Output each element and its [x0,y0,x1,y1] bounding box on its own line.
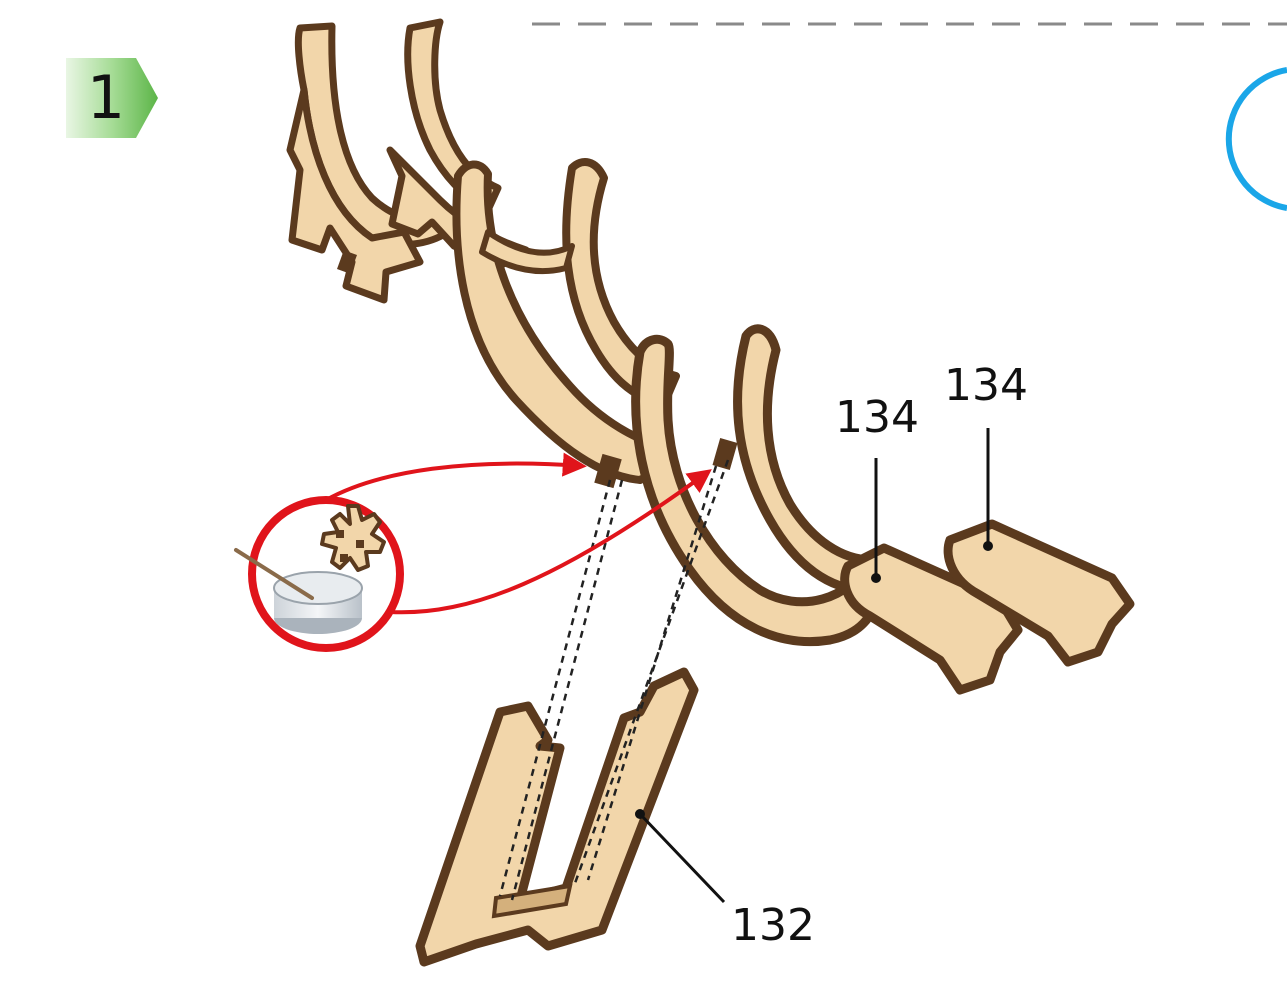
frame-piece-upper [290,22,1130,690]
part-label-134-front: 134 [835,396,919,440]
step-number: 1 [66,58,146,138]
info-circle-icon [1229,70,1287,208]
part-label-134-back: 134 [944,364,1028,408]
glue-callout [236,464,708,648]
label-leaders [640,428,988,902]
part-label-132: 132 [731,904,815,948]
u-bracket-piece [420,672,694,962]
